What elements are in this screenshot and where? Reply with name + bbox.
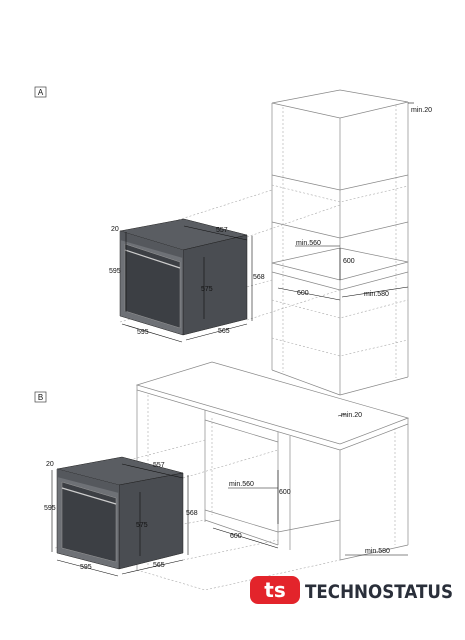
logo-mark-text: ts [264,578,285,602]
oven-b [56,456,184,570]
oven-b-dim-557: 557 [153,462,165,469]
tall-cabinet-a [271,89,409,396]
logo-mark-icon [250,576,300,604]
logo-wordmark: TECHNOSTATUS [305,581,453,603]
section-b-label: B [38,393,43,402]
oven-b-dim-565: 565 [153,562,165,569]
oven-a-dim-595-width: 595 [137,329,149,336]
section-b: B [34,361,410,591]
cabinet-b-dimensions [212,413,408,556]
section-a-box [34,86,47,98]
cabinet-b-dim-min560: min.560 [229,481,254,488]
cabinet-b-dim-min580: min.580 [365,548,390,555]
projection-lines-a [119,189,341,323]
section-b-box [34,391,47,403]
section-a: A [34,86,432,396]
oven-b-dim-595-height: 595 [44,505,56,512]
section-a-label: A [38,88,44,97]
cabinet-b-dim-min20: min.20 [341,412,362,419]
oven-b-dim-568: 568 [186,510,198,517]
oven-b-dim-575: 575 [136,522,148,529]
oven-a-dim-557: 557 [216,227,228,234]
cabinet-a-dim-min580: min.580 [364,291,389,298]
cabinet-b-dim-600-width: 600 [230,533,242,540]
oven-b-dim-595-width: 595 [80,564,92,571]
cabinet-a-dimensions [277,102,414,301]
cabinet-a-dim-min20: min.20 [411,107,432,114]
technostatus-logo: ts TECHNOSTATUS [250,576,453,604]
oven-a-dim-565: 565 [218,328,230,335]
cabinet-a-dim-600-width: 600 [297,290,309,297]
oven-a-dimensions [121,225,253,343]
oven-b-dimensions [51,463,189,577]
oven-a [119,218,248,336]
cabinet-a-dim-600-height: 600 [343,258,355,265]
oven-a-dim-20: 20 [111,226,119,233]
cabinet-a-dim-min560: min.560 [296,240,321,247]
cabinet-b-dim-600-height: 600 [279,489,291,496]
oven-a-dim-595-height: 595 [109,268,121,275]
oven-a-dim-568: 568 [253,274,265,281]
oven-b-dim-20: 20 [46,461,54,468]
oven-a-dim-575: 575 [201,286,213,293]
